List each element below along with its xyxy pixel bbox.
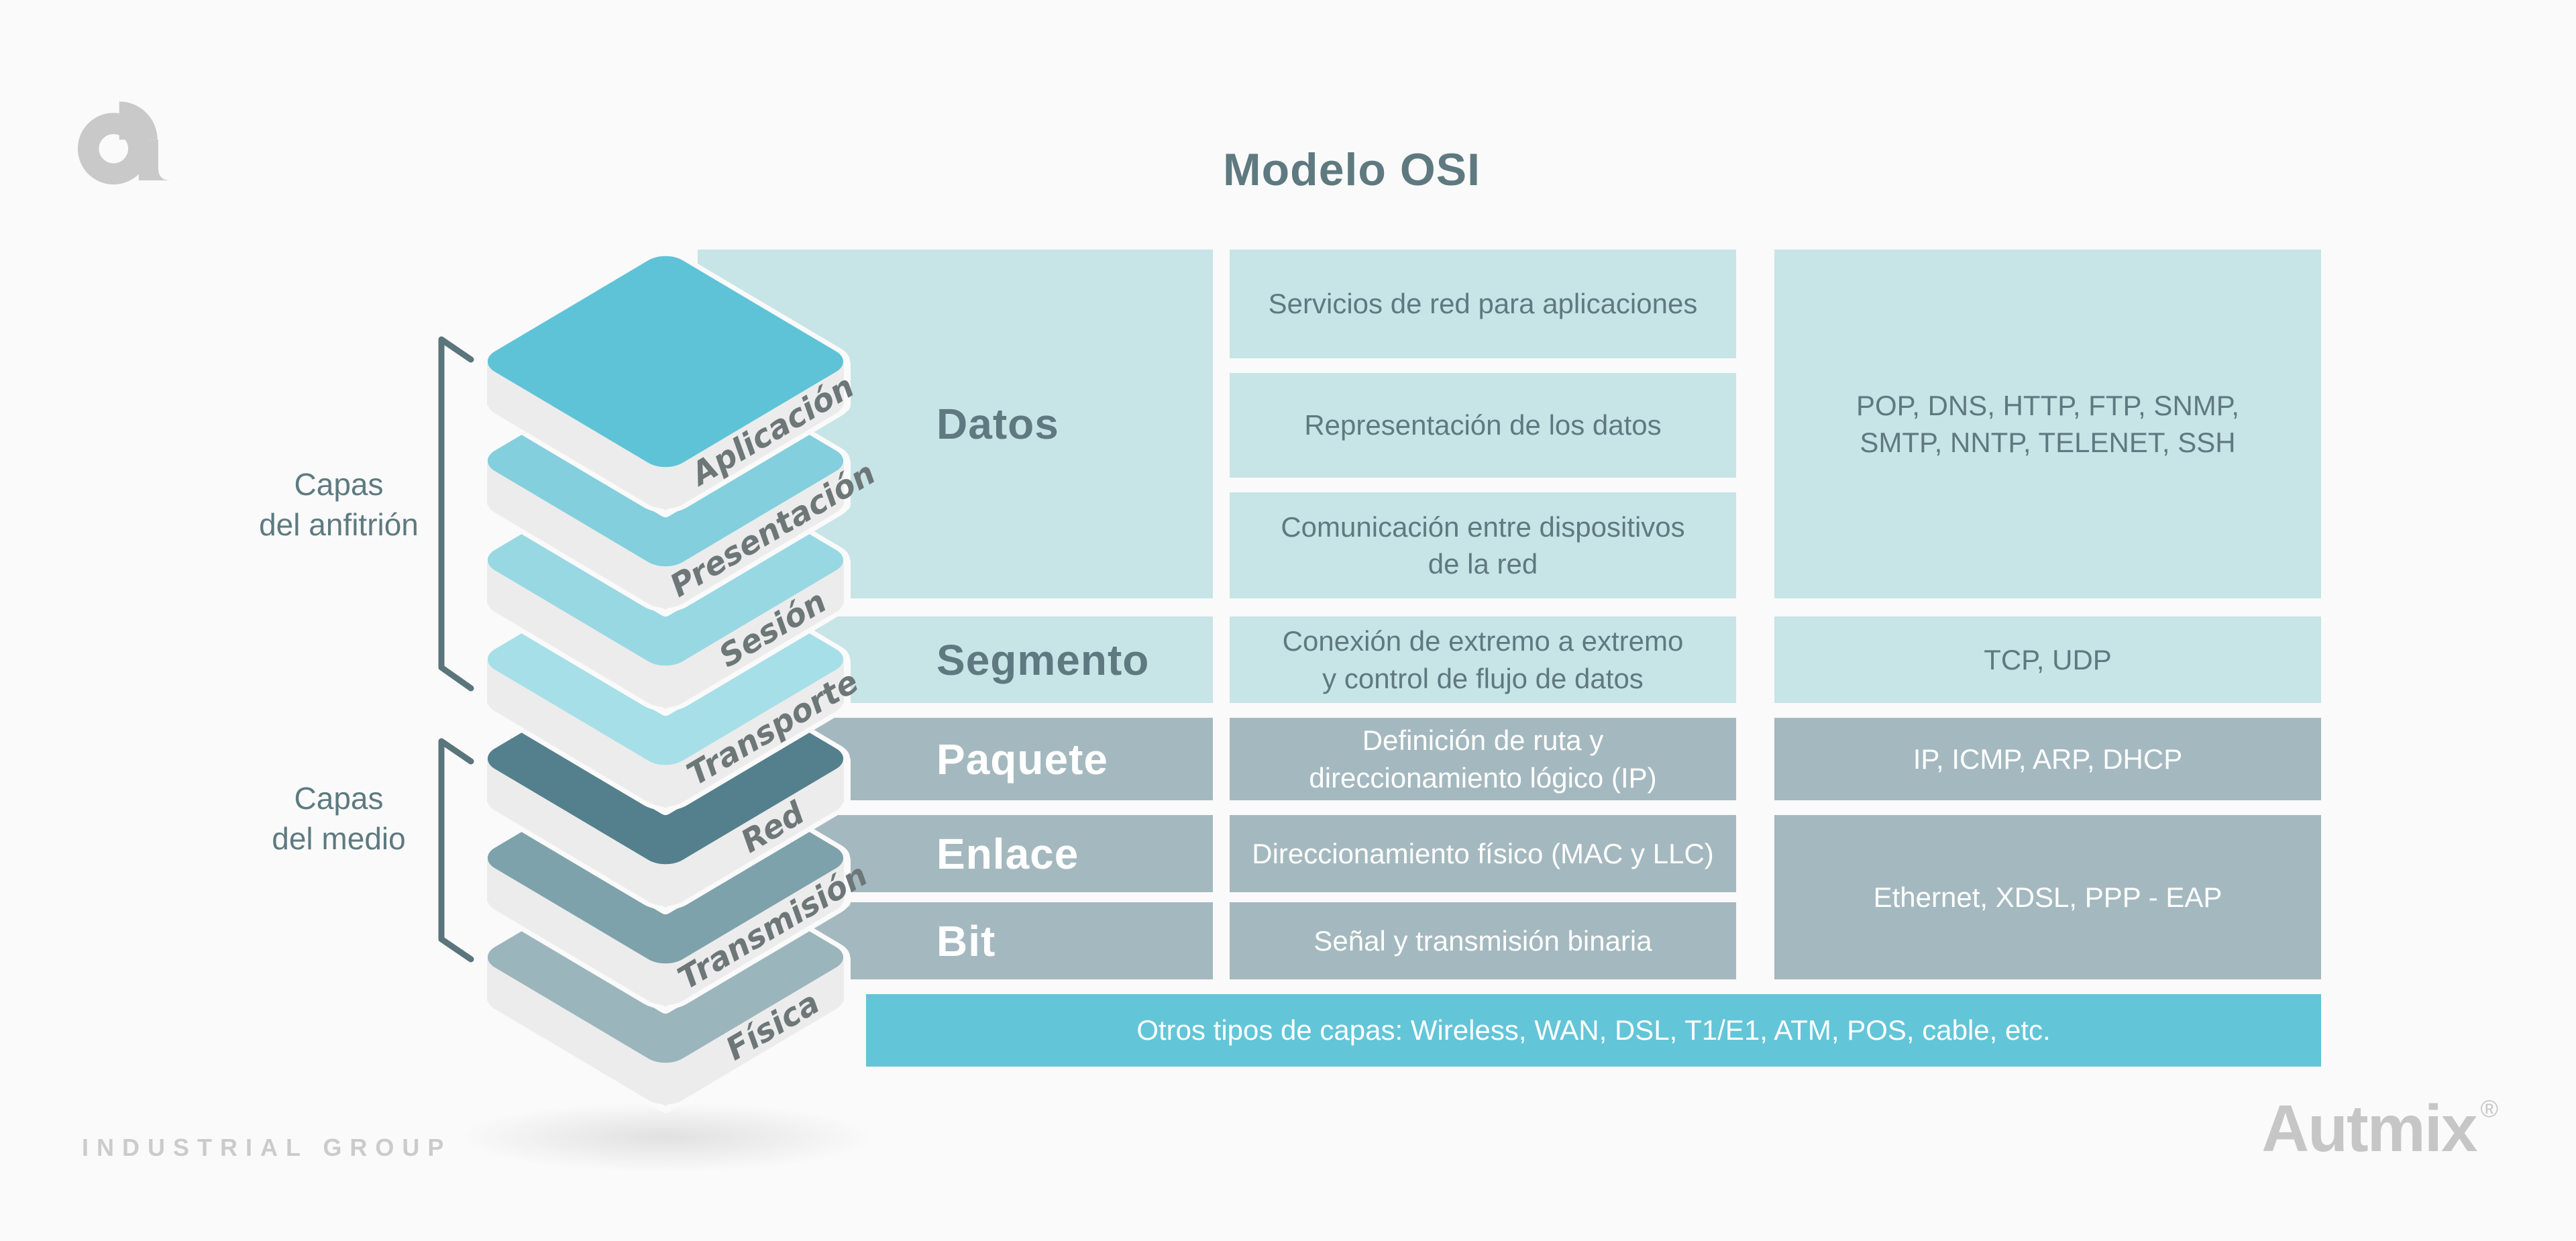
- protocols-text-enlace-bit: Ethernet, XDSL, PPP - EAP: [1873, 881, 2222, 913]
- page-title: Modelo OSI: [1223, 144, 1481, 195]
- host-layers-group-label: Capas del anfitrión: [259, 467, 419, 542]
- unit-cell-enlace: Enlace: [698, 815, 1213, 892]
- desc-cell-paquete: Definición de ruta y direccionamiento ló…: [1230, 718, 1736, 800]
- autmix-logo-mark: [77, 101, 171, 184]
- footer-brand-wordmark: Autmix ®: [2261, 1091, 2498, 1167]
- desc-text-sesion: Comunicación entre dispositivos de la re…: [1281, 510, 1685, 580]
- desc-text-aplicacion: Servicios de red para aplicaciones: [1268, 288, 1698, 320]
- stack-tile-halo: [480, 953, 851, 1113]
- desc-cell-bit: Señal y transmisión binaria: [1230, 902, 1736, 979]
- desc-text-paquete: Definición de ruta y direccionamiento ló…: [1309, 724, 1657, 794]
- desc-cell-sesion: Comunicación entre dispositivos de la re…: [1230, 492, 1736, 598]
- protocols-cell-paquete: IP, ICMP, ARP, DHCP: [1774, 718, 2321, 800]
- protocols-text-segmento: TCP, UDP: [1984, 643, 2112, 676]
- footer-industrial-group: INDUSTRIAL GROUP: [82, 1134, 452, 1161]
- desc-text-bit: Señal y transmisión binaria: [1313, 924, 1652, 957]
- desc-cell-aplicacion: Servicios de red para aplicaciones: [1230, 250, 1736, 358]
- other-layers-bar: Otros tipos de capas: Wireless, WAN, DSL…: [866, 994, 2321, 1067]
- stack-tile-side: [487, 959, 844, 1106]
- desc-cell-segmento: Conexión de extremo a extremo y control …: [1230, 616, 1736, 703]
- unit-cell-bit: Bit: [698, 902, 1213, 979]
- unit-cell-segmento: Segmento: [698, 616, 1213, 703]
- other-layers-bar-text: Otros tipos de capas: Wireless, WAN, DSL…: [1136, 1014, 2051, 1046]
- logo-ring-shape: [77, 113, 150, 184]
- desc-cell-enlace: Direccionamiento físico (MAC y LLC): [1230, 815, 1736, 892]
- unit-cell-datos: Datos: [698, 250, 1213, 598]
- stack-layer-label-6: Física: [720, 984, 826, 1068]
- footer-brand-text: Autmix: [2261, 1091, 2477, 1165]
- logo-stem-shape: [138, 140, 171, 180]
- desc-text-presentacion: Representación de los datos: [1304, 409, 1662, 441]
- unit-cell-paquete: Paquete: [698, 718, 1213, 800]
- protocols-cell-segmento: TCP, UDP: [1774, 616, 2321, 703]
- desc-cell-presentacion: Representación de los datos: [1230, 373, 1736, 478]
- protocols-text-paquete: IP, ICMP, ARP, DHCP: [1913, 743, 2183, 775]
- desc-text-segmento: Conexión de extremo a extremo y control …: [1282, 625, 1684, 694]
- registered-trademark-icon: ®: [2480, 1095, 2498, 1122]
- media-layers-group-label: Capas del medio: [272, 781, 406, 856]
- protocols-text-datos: POP, DNS, HTTP, FTP, SNMP, SMTP, NNTP, T…: [1856, 389, 2240, 458]
- protocols-cell-enlace-bit: Ethernet, XDSL, PPP - EAP: [1774, 815, 2321, 979]
- desc-text-enlace: Direccionamiento físico (MAC y LLC): [1252, 837, 1714, 869]
- protocols-cell-datos: POP, DNS, HTTP, FTP, SNMP, SMTP, NNTP, T…: [1774, 250, 2321, 598]
